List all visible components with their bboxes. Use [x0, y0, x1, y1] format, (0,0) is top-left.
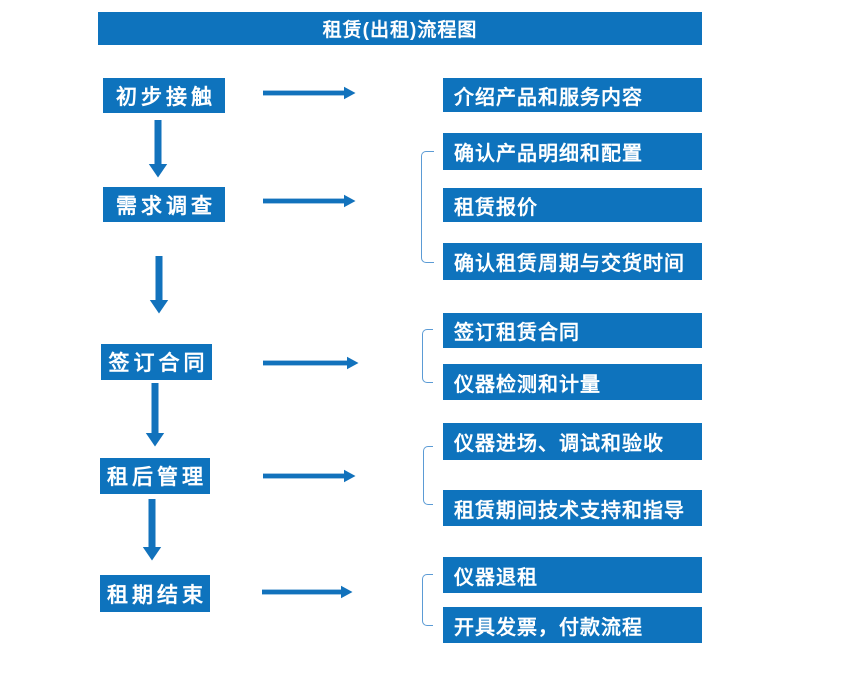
- detail-box-tech-support: 租赁期间技术支持和指导: [443, 490, 702, 526]
- detail-box-rental-quote: 租赁报价: [443, 188, 702, 222]
- group-bracket: [422, 574, 433, 626]
- step-box-sign-contract: 签订合同: [101, 344, 212, 380]
- arrow-down-icon: [142, 499, 162, 561]
- group-bracket: [423, 446, 433, 505]
- detail-box-invoice-payment: 开具发票，付款流程: [443, 607, 702, 643]
- arrow-right-icon: [263, 469, 356, 483]
- step-box-initial-contact: 初步接触: [103, 78, 225, 113]
- detail-box-instrument-testing: 仪器检测和计量: [443, 364, 702, 400]
- step-box-rental-end: 租期结束: [100, 575, 210, 612]
- detail-box-confirm-product-config: 确认产品明细和配置: [443, 133, 702, 170]
- step-box-post-rental-management: 租后管理: [100, 458, 210, 494]
- detail-box-instrument-return: 仪器退租: [443, 557, 702, 593]
- detail-box-introduce-products: 介绍产品和服务内容: [443, 78, 702, 112]
- arrow-down-icon: [149, 256, 169, 314]
- detail-box-sign-rental-contract: 签订租赁合同: [443, 313, 702, 348]
- arrow-right-icon: [263, 356, 359, 370]
- step-box-demand-survey: 需求调查: [103, 187, 225, 222]
- page-title: 租赁(出租)流程图: [98, 12, 702, 45]
- arrow-down-icon: [148, 120, 168, 178]
- detail-box-confirm-period-delivery: 确认租赁周期与交货时间: [443, 243, 702, 280]
- group-bracket: [422, 329, 433, 383]
- arrow-right-icon: [263, 194, 356, 208]
- arrow-down-icon: [145, 383, 165, 447]
- detail-box-instrument-setup-acceptance: 仪器进场、调试和验收: [443, 423, 702, 460]
- arrow-right-icon: [263, 86, 356, 100]
- arrow-right-icon: [262, 585, 353, 599]
- group-bracket: [421, 151, 434, 263]
